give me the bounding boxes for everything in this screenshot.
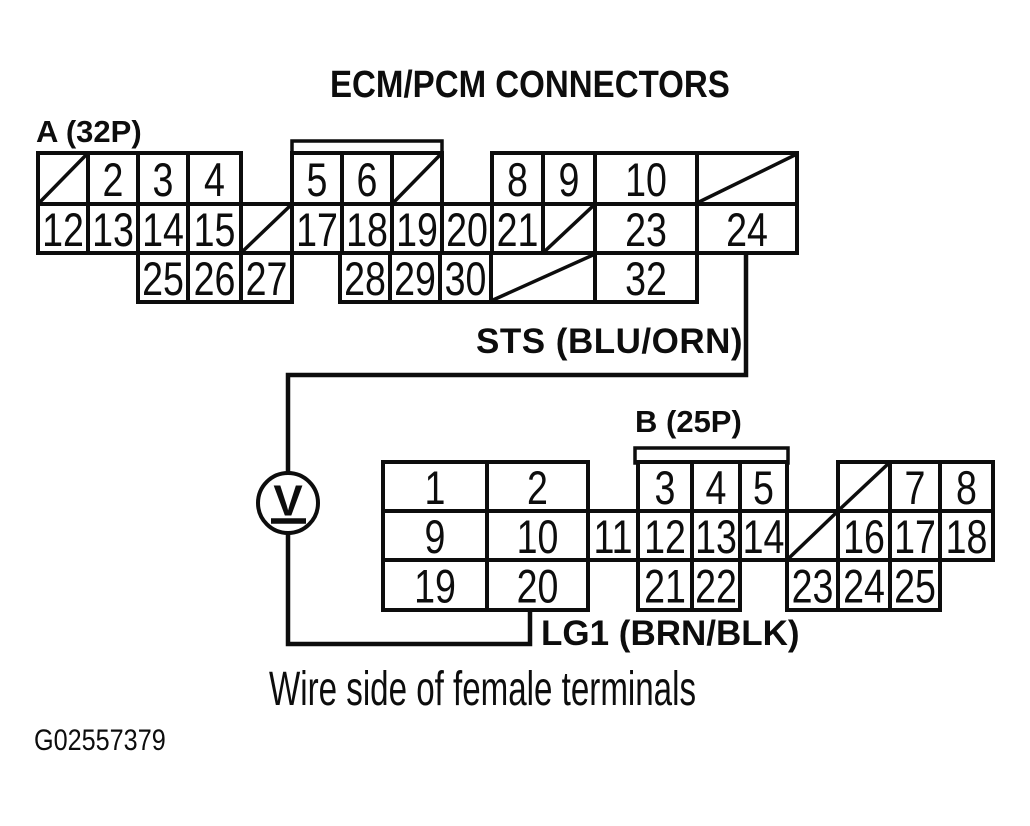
connector-a-pin-9-number: 9	[559, 154, 580, 207]
connector-a-pin-8	[490, 151, 545, 206]
connector-b-pin-25-number: 25	[894, 561, 936, 614]
connector-a-blank-diagonal	[240, 203, 293, 254]
connector-a-pin-6-number: 6	[357, 154, 378, 207]
connector-a-blank-diagonal	[542, 203, 596, 254]
connector-b-pin-20-number: 20	[517, 561, 559, 614]
connector-b-pin-7-number: 7	[905, 462, 926, 515]
wire-lg1	[285, 531, 533, 647]
connector-a-pin-2-number: 2	[103, 154, 124, 207]
connector-a-pin-20-number: 20	[446, 204, 488, 257]
connector-a-blank-diagonal	[490, 252, 596, 303]
connector-b-pin-21-number: 21	[644, 561, 686, 614]
connector-b-pin-1-number: 1	[425, 462, 446, 515]
connector-b-pin-5-number: 5	[753, 462, 774, 515]
connector-a-pin-26	[186, 251, 243, 304]
connector-a-pin-29-number: 29	[394, 253, 436, 306]
connector-b-pin-19	[381, 558, 489, 612]
connector-b-pin-12	[636, 509, 694, 562]
connector-a-pin-32	[593, 251, 699, 304]
connector-a-pin-4-number: 4	[204, 154, 225, 207]
wire-sts	[285, 251, 749, 474]
connector-a-blank-diagonal	[37, 152, 89, 205]
wires-layer	[285, 251, 749, 647]
connector-a-pin-13-number: 13	[92, 204, 134, 257]
connector-b-pin-9	[381, 509, 489, 562]
connector-b-pin-8	[938, 460, 995, 513]
connector-a-pin-18-number: 18	[346, 204, 388, 257]
voltmeter-symbol: V	[256, 471, 320, 535]
voltmeter-circle	[256, 471, 320, 535]
connector-a-pin-25-number: 25	[142, 253, 184, 306]
connector-b-pin-12-number: 12	[644, 511, 686, 564]
connector-a-pin-32-number: 32	[625, 253, 667, 306]
connector-a-pin-8-number: 8	[507, 154, 528, 207]
connector-a-pin-14-number: 14	[142, 204, 184, 257]
caption: Wire side of female terminals	[269, 663, 697, 716]
diagram-title: ECM/PCM CONNECTORS	[330, 64, 730, 106]
connector-b-pin-3-number: 3	[655, 462, 676, 515]
connector-b-pin-25	[888, 558, 942, 612]
connector-a-pin-3-number: 3	[153, 154, 174, 207]
voltmeter-label: V	[273, 477, 303, 526]
connector-a-pin-12-number: 12	[42, 204, 84, 257]
connector-a-blank-diagonal	[696, 152, 798, 205]
connector-b-pin-14-number: 14	[743, 511, 785, 564]
connector-b-blank-diagonal	[786, 510, 839, 561]
connector-b-pin-13	[690, 509, 742, 562]
connector-b-pin-4-number: 4	[706, 462, 727, 515]
connector-b-pin-22	[690, 558, 742, 612]
connector-b-pin-17-number: 17	[894, 511, 936, 564]
connector-a-pin-28-number: 28	[344, 253, 386, 306]
connector-b-pin-24-number: 24	[843, 561, 885, 614]
connector-a-pin-24-number: 24	[726, 204, 768, 257]
sts-wire-label: STS (BLU/ORN)	[476, 322, 744, 361]
connector-b-pin-22-number: 22	[695, 561, 737, 614]
connector-b-pin-11-number: 11	[593, 511, 632, 564]
connector-a-pin-27-number: 27	[246, 253, 288, 306]
connector-b-pin-18-number: 18	[946, 511, 988, 564]
connector-a-pin-30	[438, 251, 493, 304]
connector-a-pin-30-number: 30	[445, 253, 487, 306]
connector-b-pin-24	[836, 558, 892, 612]
lg1-wire-label: LG1 (BRN/BLK)	[541, 614, 800, 653]
connector-a-pin-21-number: 21	[497, 204, 539, 257]
connector-a-pin-12	[36, 202, 90, 255]
connector-b-pin-7	[888, 460, 942, 513]
connector-b-pin-20	[485, 558, 590, 612]
connector-b-pin-2-number: 2	[527, 462, 548, 515]
connector-b-pin-16-number: 16	[843, 511, 885, 564]
figure-code: G02557379	[34, 724, 166, 757]
connector-b-label: B (25P)	[635, 404, 742, 439]
connector-a-pin-10-number: 10	[625, 154, 667, 207]
connector-b-pin-11	[586, 509, 640, 562]
connector-a-pin-17-number: 17	[296, 204, 338, 257]
connector-b-pin-18	[938, 509, 995, 562]
connector-a-label: A (32P)	[36, 114, 142, 149]
connector-b-blank-diagonal	[837, 461, 891, 512]
connector-a-pin-3	[136, 151, 190, 206]
connector-b-pin-9-number: 9	[425, 511, 446, 564]
connector-a-blank-diagonal	[391, 152, 443, 205]
connector-a-pin-26-number: 26	[194, 253, 236, 306]
connector-b-pin-13-number: 13	[695, 511, 737, 564]
connector-b-pin-8-number: 8	[956, 462, 977, 515]
connector-a-pin-23-number: 23	[625, 204, 667, 257]
connector-a-pin-28	[338, 251, 392, 304]
connector-b-pin-5	[738, 460, 789, 513]
connector-a-pin-27	[239, 251, 294, 304]
connector-a-pin-15-number: 15	[194, 204, 236, 257]
connector-a-pin-5-number: 5	[307, 154, 328, 207]
connector-a-pin-19-number: 19	[396, 204, 438, 257]
connector-b-pin-19-number: 19	[414, 561, 456, 614]
connector-b-pin-10-number: 10	[517, 511, 559, 564]
connector-b-pin-23-number: 23	[792, 561, 834, 614]
